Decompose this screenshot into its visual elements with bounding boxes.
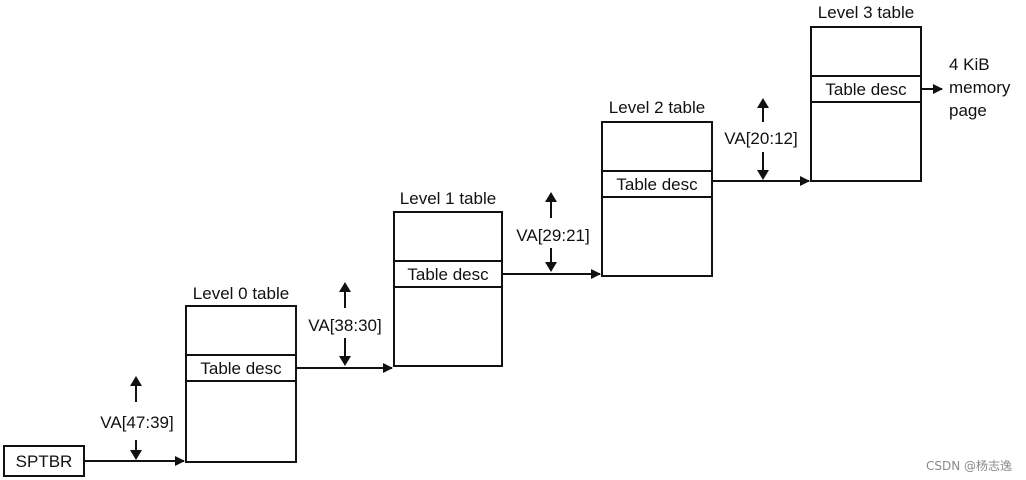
va-marker-2: VA[29:21]: [516, 192, 590, 272]
memory-text: memory: [949, 78, 1011, 97]
level-1-title: Level 1 table: [400, 189, 496, 208]
level-0-entry-row: [185, 354, 297, 382]
sptbr-register: SPTBR: [3, 445, 85, 477]
page-size-text: 4 KiB: [949, 55, 990, 74]
level-2-entry-row: [601, 170, 713, 198]
sptbr-label: SPTBR: [16, 452, 73, 471]
va-field-47-39: VA[47:39]: [100, 413, 173, 432]
va-field-38-30: VA[38:30]: [308, 316, 381, 335]
va-marker-1: VA[38:30]: [308, 282, 382, 366]
level-3-table: Level 3 table Table desc: [810, 3, 922, 182]
level-0-table: Level 0 table Table desc: [185, 284, 297, 463]
level-2-entry: Table desc: [616, 175, 698, 194]
level-2-title: Level 2 table: [609, 98, 705, 117]
va-marker-3: VA[20:12]: [724, 98, 798, 180]
level-3-entry: Table desc: [825, 80, 907, 99]
memory-page-label: 4 KiB memory page: [949, 55, 1011, 120]
va-field-29-21: VA[29:21]: [516, 226, 589, 245]
va-field-20-12: VA[20:12]: [724, 129, 797, 148]
level-1-entry-row: [393, 260, 503, 288]
level-2-table: Level 2 table Table desc: [601, 98, 713, 277]
level-3-entry-row: [810, 75, 922, 103]
level-0-title: Level 0 table: [193, 284, 289, 303]
level-1-table: Level 1 table Table desc: [393, 189, 503, 367]
level-1-entry: Table desc: [407, 265, 489, 284]
level-3-title: Level 3 table: [818, 3, 914, 22]
level-0-entry: Table desc: [200, 359, 282, 378]
page-text: page: [949, 101, 987, 120]
va-marker-0: VA[47:39]: [100, 376, 174, 460]
watermark: CSDN @杨志逸: [926, 458, 1012, 473]
